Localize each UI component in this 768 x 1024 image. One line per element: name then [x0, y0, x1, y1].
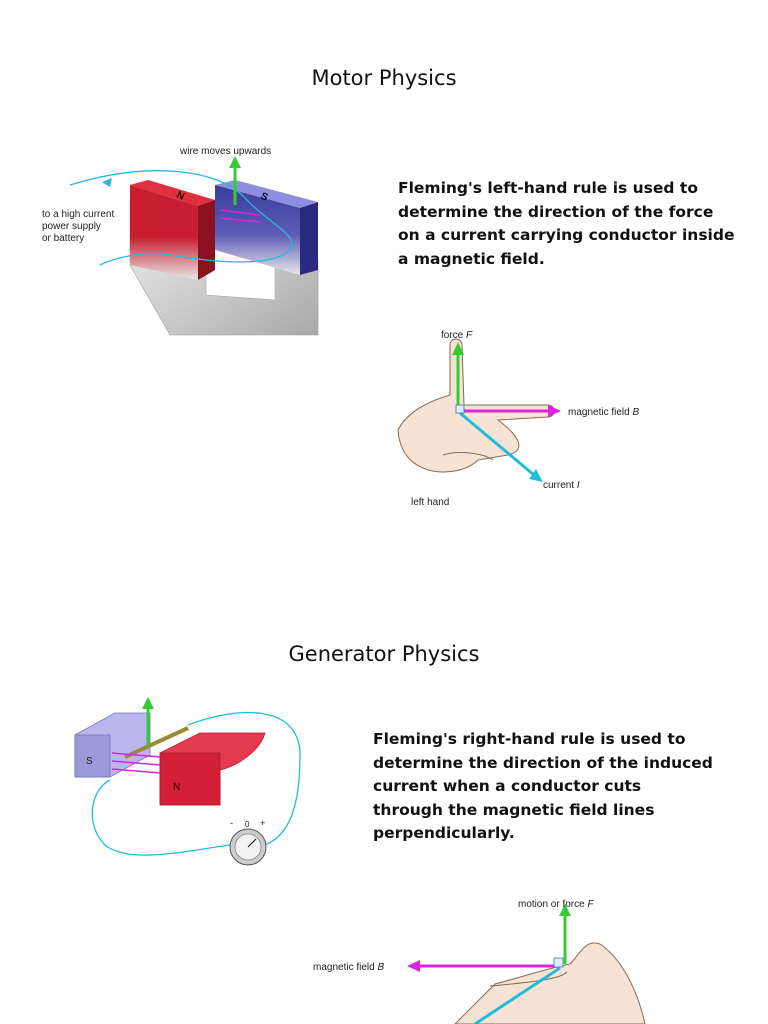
pole-s-label: S: [259, 191, 270, 204]
gen-pole-n-label: N: [173, 782, 180, 793]
motor-paragraph-line: determine the direction of the force: [398, 202, 714, 221]
right-hand-rule-diagram: motion or force F magnetic field B: [313, 899, 646, 1024]
galvanometer: - 0 +: [229, 818, 267, 866]
generator-diagram: S N - 0 +: [74, 697, 301, 866]
generator-paragraph: Fleming's right-hand rule is used to det…: [373, 728, 713, 846]
generator-title: Generator Physics: [288, 642, 480, 666]
motor-title: Motor Physics: [311, 66, 457, 90]
motor-paragraph-line: Fleming's left-hand rule is used to: [398, 179, 698, 197]
generator-paragraph-line: Fleming's right-hand rule is used to: [373, 730, 686, 748]
generator-paragraph-line: through the magnetic field lines: [373, 800, 655, 819]
left-hand-label: left hand: [411, 497, 449, 508]
right-hand-drawing: [454, 942, 646, 1024]
current-wire: [69, 170, 293, 266]
left-hand-rule-diagram: force F magnetic field B current I left …: [397, 330, 639, 508]
motor-paragraph: Fleming's left-hand rule is used to dete…: [398, 177, 734, 271]
meter-plus: +: [260, 818, 265, 828]
conductor-rod: [124, 726, 189, 759]
wire-moves-label: wire moves upwards: [179, 146, 271, 157]
force-label: force F: [441, 330, 473, 341]
left-hand-drawing: [397, 338, 555, 473]
supply-label-line1: to a high current: [42, 209, 114, 220]
supply-label-line2: power supply: [42, 221, 101, 232]
current-arrow: [459, 411, 535, 477]
gen-pole-s-label: S: [86, 756, 93, 767]
motor-magnet-diagram: N S wire moves upwards to a high current…: [42, 146, 319, 336]
generator-paragraph-line: determine the direction of the induced: [373, 753, 713, 772]
field-arrows: [219, 209, 261, 223]
generator-paragraph-line: perpendicularly.: [373, 824, 515, 842]
gen-field-arrows: [111, 752, 161, 774]
meter-minus: -: [230, 818, 233, 828]
gen-circuit-wire: [91, 711, 301, 856]
current-label: current I: [543, 480, 580, 491]
pole-n-label: N: [175, 190, 186, 203]
motor-paragraph-line: on a current carrying conductor inside: [398, 226, 735, 244]
meter-zero: 0: [245, 820, 250, 829]
south-pole: [215, 180, 318, 208]
motion-force-label: motion or force F: [518, 899, 594, 910]
gen-magnetic-field-label: magnetic field B: [313, 962, 384, 973]
magnetic-field-label: magnetic field B: [568, 407, 639, 418]
induced-current-arrow: [474, 966, 561, 1024]
supply-label-line3: or battery: [42, 233, 84, 244]
generator-paragraph-line: current when a conductor cuts: [373, 777, 642, 795]
motor-paragraph-line: a magnetic field.: [398, 249, 545, 268]
north-pole: [130, 180, 215, 206]
